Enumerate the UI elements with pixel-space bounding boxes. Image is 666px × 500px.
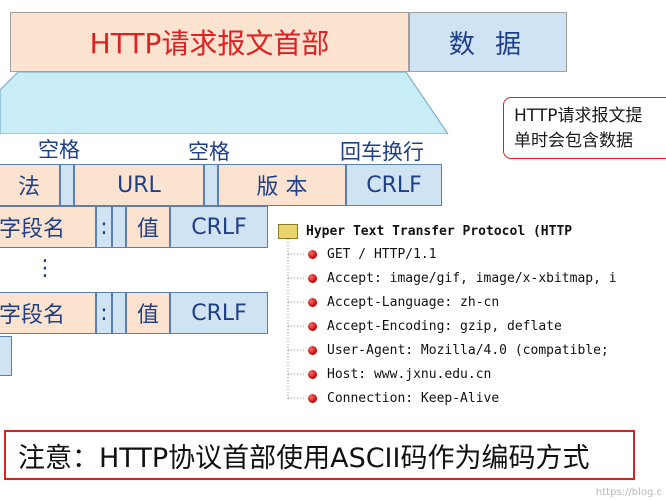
final-crlf-cell [0, 336, 12, 376]
tree-item[interactable]: Accept-Encoding: gzip, deflate [308, 315, 562, 337]
ellipsis: ⋮ [34, 256, 56, 281]
space-cell [112, 292, 126, 334]
space-label-1: 空格 [38, 138, 80, 162]
tree-item[interactable]: Accept-Language: zh-cn [308, 291, 499, 313]
tree-item-text: GET / HTTP/1.1 [327, 246, 437, 262]
colon-cell: : [96, 206, 112, 248]
note-text: 注意：HTTP协议首部使用ASCII码作为编码方式 [18, 442, 590, 474]
crlf-text: CRLF [366, 172, 422, 198]
tree-title-row[interactable]: Hyper Text Transfer Protocol (HTTP [278, 220, 572, 242]
value-text: 值 [136, 217, 159, 242]
colon-text: : [100, 300, 108, 326]
protocol-tree: Hyper Text Transfer Protocol (HTTP GET /… [270, 214, 666, 414]
space-cell [112, 206, 126, 248]
header-line-2: 字段名 : 值 CRLF [0, 292, 270, 334]
field-name-text: 字段名 [0, 217, 66, 242]
bullet-icon [308, 393, 317, 403]
space-cell-2 [204, 164, 218, 206]
tree-item[interactable]: Accept: image/gif, image/x-xbitmap, i [308, 267, 617, 289]
bullet-icon [308, 345, 317, 355]
tree-item[interactable]: User-Agent: Mozilla/4.0 (compatible; [308, 339, 609, 361]
callout-box: HTTP请求报文提 单时会包含数据 [503, 97, 666, 159]
bullet-icon [308, 273, 317, 283]
crlf-cell: CRLF [170, 206, 268, 248]
data-label: 数 据 [448, 29, 528, 60]
field-name-cell: 字段名 [0, 206, 96, 248]
space-label-2: 空格 [188, 140, 230, 164]
tree-item-text: Accept-Language: zh-cn [327, 294, 500, 310]
url-cell: URL [74, 164, 204, 206]
bullet-icon [308, 369, 317, 379]
value-cell: 值 [126, 206, 170, 248]
version-text: 版 本 [256, 175, 308, 200]
bullet-icon [308, 249, 317, 259]
crlf-cell: CRLF [170, 292, 268, 334]
bullet-icon [308, 321, 317, 331]
colon-cell: : [96, 292, 112, 334]
crlf-cell: CRLF [346, 164, 442, 206]
tree-item-text: User-Agent: Mozilla/4.0 (compatible; [327, 342, 609, 358]
note-box: 注意：HTTP协议首部使用ASCII码作为编码方式 [4, 430, 635, 480]
field-name-cell: 字段名 [0, 292, 96, 334]
request-line: 法 URL 版 本 CRLF [0, 164, 460, 206]
callout-line-1: HTTP请求报文提 [514, 106, 643, 126]
tree-item[interactable]: Connection: Keep-Alive [308, 387, 499, 409]
value-text: 值 [136, 303, 159, 328]
tree-item-text: Host: www.jxnu.edu.cn [327, 366, 492, 382]
header-bar: HTTP请求报文首部 [10, 12, 409, 72]
crlf-text: CRLF [191, 214, 247, 240]
tree-item[interactable]: Host: www.jxnu.edu.cn [308, 363, 491, 385]
tree-lines [287, 236, 304, 400]
header-title: HTTP请求报文首部 [89, 27, 330, 60]
crlf-text: CRLF [191, 300, 247, 326]
tree-item-text: Accept-Encoding: gzip, deflate [327, 318, 562, 334]
value-cell: 值 [126, 292, 170, 334]
version-cell: 版 本 [218, 164, 346, 206]
tree-item-text: Accept: image/gif, image/x-xbitmap, i [327, 270, 617, 286]
watermark: https://blog.c [595, 487, 662, 498]
crlf-label: 回车换行 [340, 140, 424, 164]
tree-title: Hyper Text Transfer Protocol (HTTP [306, 223, 573, 239]
bullet-icon [308, 297, 317, 307]
method-cell: 法 [0, 164, 60, 206]
field-name-text: 字段名 [0, 303, 66, 328]
space-cell-1 [60, 164, 74, 206]
data-box: 数 据 [409, 12, 567, 72]
zoom-trapezoid [0, 72, 449, 134]
colon-text: : [100, 214, 108, 240]
tree-item-text: Connection: Keep-Alive [327, 390, 500, 406]
method-text: 法 [17, 175, 40, 200]
folder-icon [278, 223, 298, 239]
tree-item[interactable]: GET / HTTP/1.1 [308, 243, 437, 265]
url-text: URL [117, 172, 161, 198]
header-line-1: 字段名 : 值 CRLF [0, 206, 270, 248]
callout-line-2: 单时会包含数据 [514, 131, 633, 151]
